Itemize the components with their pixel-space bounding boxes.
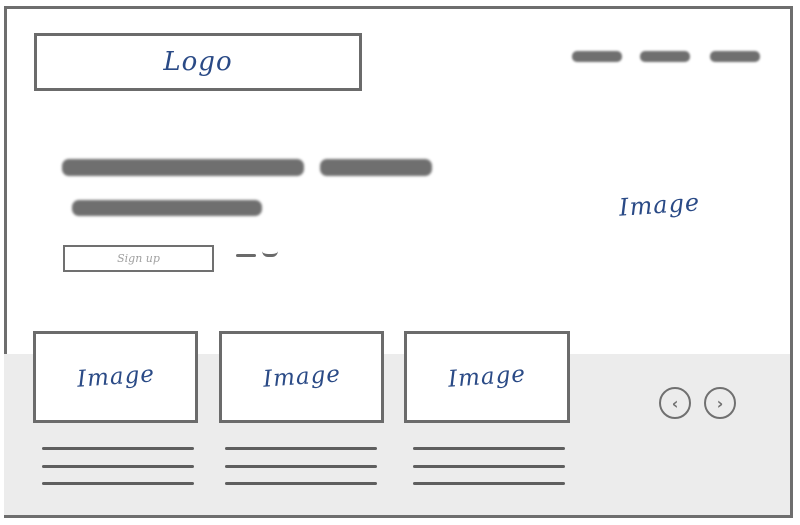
- chevron-left-icon: ‹: [671, 393, 679, 413]
- hero-image: Image: [600, 180, 720, 230]
- card-image-1[interactable]: Image: [33, 331, 198, 423]
- signup-button[interactable]: Sign up: [63, 245, 214, 272]
- nav-item-2[interactable]: [640, 51, 690, 62]
- carousel-prev-button[interactable]: ‹: [659, 387, 691, 419]
- text-line: [413, 447, 565, 450]
- text-line: [42, 447, 194, 450]
- card-image-3[interactable]: Image: [404, 331, 570, 423]
- nav-item-3[interactable]: [710, 51, 760, 62]
- subheadline-placeholder: [72, 200, 262, 216]
- text-line: [42, 465, 194, 468]
- logo-label: Logo: [163, 47, 233, 77]
- text-line: [413, 465, 565, 468]
- headline-placeholder-2: [320, 159, 432, 176]
- text-line: [225, 482, 377, 485]
- card-image-label: Image: [447, 361, 527, 393]
- logo-box[interactable]: Logo: [34, 33, 362, 91]
- secondary-link[interactable]: [236, 251, 282, 259]
- nav-item-1[interactable]: [572, 51, 622, 62]
- card-image-2[interactable]: Image: [219, 331, 384, 423]
- chevron-right-icon: ›: [716, 393, 724, 413]
- text-line: [42, 482, 194, 485]
- text-line: [413, 482, 565, 485]
- hero-image-label: Image: [618, 188, 702, 222]
- text-line: [225, 465, 377, 468]
- headline-placeholder: [62, 159, 304, 176]
- card-image-label: Image: [75, 361, 156, 393]
- carousel-next-button[interactable]: ›: [704, 387, 736, 419]
- card-image-label: Image: [261, 361, 342, 393]
- signup-button-label: Sign up: [117, 252, 160, 265]
- text-line: [225, 447, 377, 450]
